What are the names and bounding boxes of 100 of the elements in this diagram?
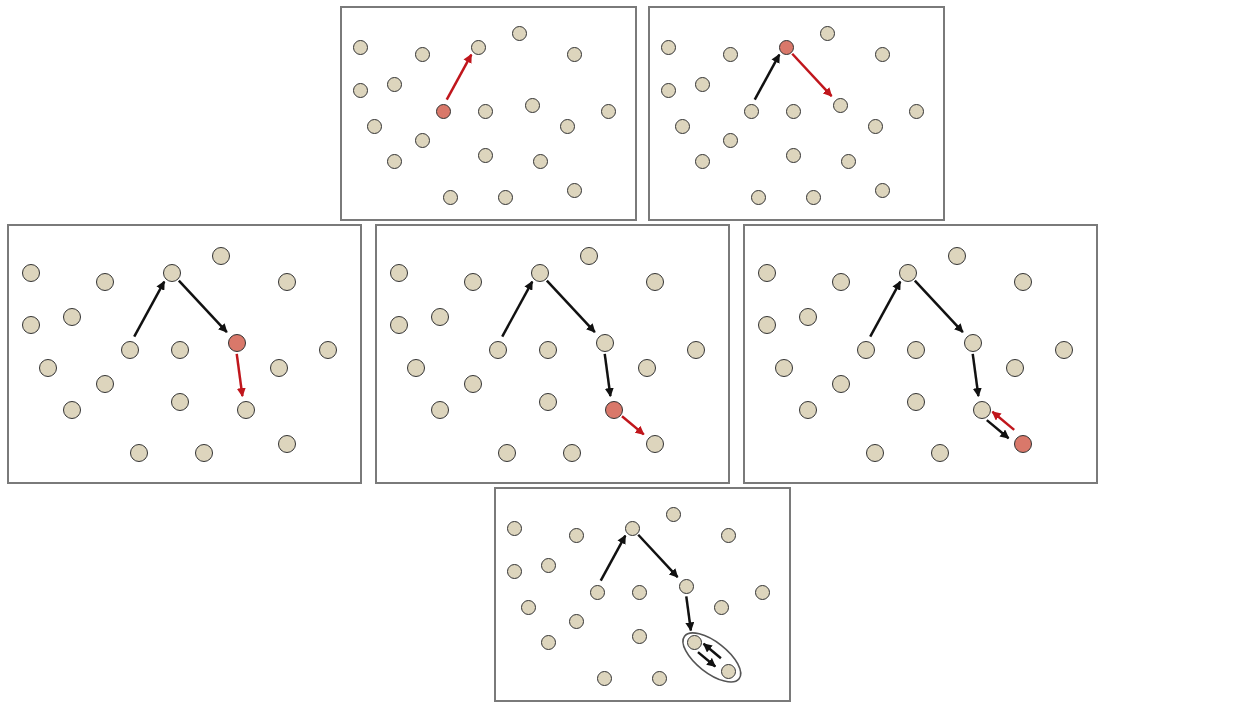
particle-dot [1055,341,1073,359]
particle-dot [1014,435,1032,453]
particle-dot [270,359,288,377]
particle-dot [605,401,623,419]
diagram-panel [648,6,945,221]
particle-dot [686,635,702,651]
diagram-panel [375,224,730,484]
particle-dot [431,401,449,419]
particle-dot [799,308,817,326]
arrow [445,53,473,101]
particle-dot [63,401,81,419]
particle-dot [909,104,925,120]
arrow [501,280,534,338]
particle-dot [22,316,40,334]
particle-dot [435,104,451,120]
arrow [685,596,695,632]
particle-dot [660,39,676,55]
particle-dot [624,520,640,536]
particle-dot [1006,359,1024,377]
diagram-panel [743,224,1098,484]
particle-dot [387,76,403,92]
particle-dot [96,273,114,291]
particle-dot [832,375,850,393]
particle-dot [39,359,57,377]
particle-dot [532,154,548,170]
arrow [599,534,627,582]
particle-dot [319,341,337,359]
particle-dot [743,104,759,120]
arrow [971,353,982,397]
particle-dot [470,39,486,55]
particle-dot [96,375,114,393]
particle-dot [899,264,917,282]
particle-dot [840,154,856,170]
particle-dot [489,341,507,359]
particle-dot [539,341,557,359]
particle-dot [464,375,482,393]
particle-dot [568,613,584,629]
particle-dot [785,147,801,163]
particle-dot [832,273,850,291]
particle-dot [443,190,459,206]
particle-dot [589,585,605,601]
particle-dot [646,435,664,453]
particle-dot [163,264,181,282]
particle-dot [907,341,925,359]
particle-dot [497,190,513,206]
particle-dot [390,264,408,282]
particle-dot [228,334,246,352]
particle-dot [687,341,705,359]
particle-dot [237,401,255,419]
particle-dot [352,39,368,55]
particle-dot [278,435,296,453]
particle-dot [506,520,522,536]
particle-dot [464,273,482,291]
arrow [986,419,1010,440]
particle-dot [721,528,737,544]
particle-dot [567,182,583,198]
particle-dot [778,39,794,55]
particle-dot [722,132,738,148]
particle-dot [868,119,884,135]
particle-dot [601,104,617,120]
particle-dot [580,247,598,265]
particle-dot [525,98,541,114]
arrow [697,651,717,668]
particle-dot [597,671,613,687]
particle-dot [907,393,925,411]
diagram-panel [494,487,791,702]
particle-dot [171,341,189,359]
particle-dot [541,635,557,651]
particle-dot [875,47,891,63]
diagram-panel [340,6,637,221]
arrow [133,280,166,338]
particle-dot [560,119,576,135]
particle-dot [541,557,557,573]
particle-dot [212,247,230,265]
particle-dot [973,401,991,419]
particle-dot [857,341,875,359]
particle-dot [477,147,493,163]
particle-dot [805,190,821,206]
diagram-panel [7,224,362,484]
particle-dot [407,359,425,377]
particle-dot [638,359,656,377]
particle-dot [651,671,667,687]
particle-dot [498,444,516,462]
arrow [637,533,679,578]
arrow [235,353,246,397]
arrow [869,280,902,338]
particle-dot [563,444,581,462]
particle-dot [414,47,430,63]
arrow [603,353,614,397]
particle-dot [819,25,835,41]
particle-dot [390,316,408,334]
particle-dot [931,444,949,462]
arrow [177,279,228,334]
particle-dot [721,663,737,679]
particle-dot [130,444,148,462]
arrow [545,279,596,334]
arrow [621,415,645,436]
particle-dot [171,393,189,411]
particle-dot [63,308,81,326]
particle-dot [695,76,711,92]
